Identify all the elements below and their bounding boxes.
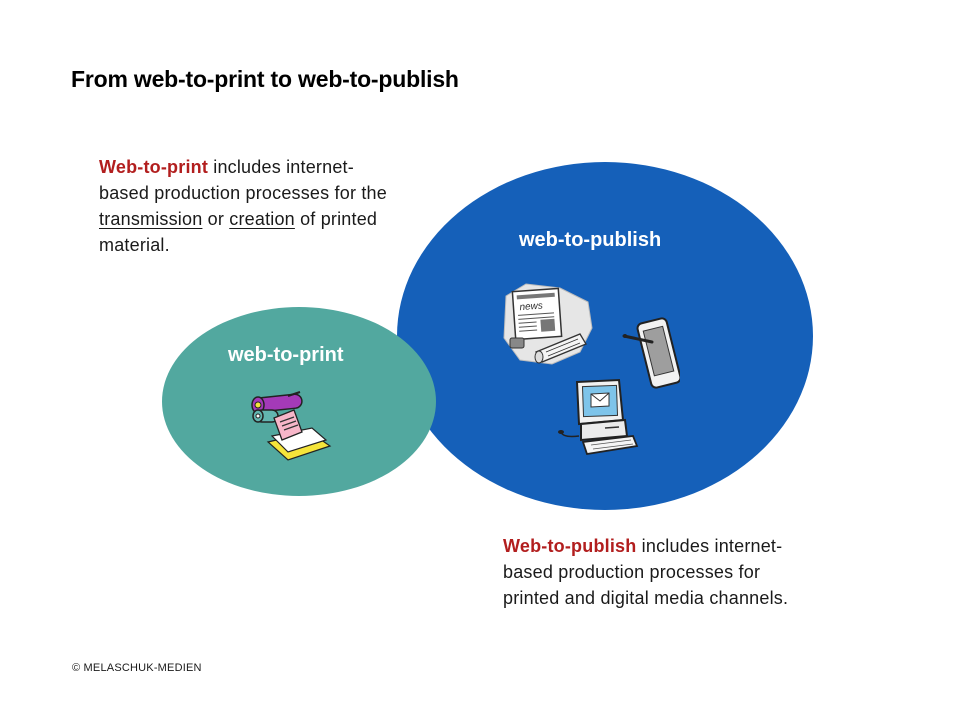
newspaper-word: news — [519, 301, 543, 314]
transmission-term: transmission — [99, 209, 203, 229]
web-to-publish-term: Web-to-publish — [503, 536, 637, 556]
page-title: From web-to-print to web-to-publish — [71, 66, 459, 92]
web-to-print-label: web-to-print — [228, 344, 344, 366]
desc-text: of printed material. — [99, 209, 378, 255]
desc-text: includes internet-based production proce… — [503, 536, 789, 608]
web-to-print-term: Web-to-print — [99, 157, 209, 177]
web-to-publish-label: web-to-publish — [519, 229, 662, 251]
printing-press-icon — [251, 391, 332, 461]
tablet-icon — [622, 317, 680, 389]
desc-text: or — [202, 209, 230, 229]
copyright-footer: © MELASCHUK-MEDIEN — [72, 662, 202, 674]
newspaper-icon: news — [503, 283, 593, 365]
desc-text: includes internet-based production proce… — [99, 157, 387, 203]
web-to-publish-description: Web-to-publish includes internet-based p… — [503, 533, 803, 611]
creation-term: creation — [229, 209, 295, 229]
web-to-print-description: Web-to-print includes internet-based pro… — [99, 154, 399, 258]
computer-icon — [558, 378, 639, 456]
